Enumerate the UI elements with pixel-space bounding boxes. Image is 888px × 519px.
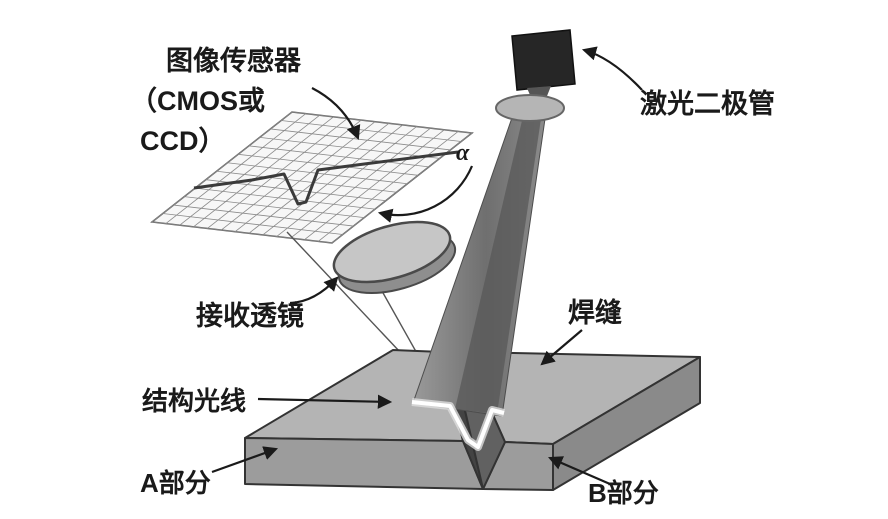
image-sensor-plane [150,111,474,244]
laser-diode-arrow [581,46,643,91]
laser-diode-label: 激光二极管 [640,88,775,119]
structured-light-arrow [257,394,393,409]
receiving-lens-arrow [289,276,339,305]
weld-seam-arrow [540,329,583,366]
seam-profile-trace [193,150,459,206]
part-b-arrow [548,456,611,486]
laser-cone-core [455,112,542,414]
label-arrows [211,46,643,486]
part-a-label: A部分 [140,468,211,498]
part-b-label: B部分 [588,478,659,508]
weld-seam-label: 焊缝 [568,297,622,328]
image-sensor-label-line3: CCD） [140,126,226,156]
laser-assembly [412,29,576,417]
receiving-lens [332,220,457,294]
image-sensor-label-line1: 图像传感器 [166,45,302,76]
laser-stripe [411,400,505,449]
part-a-front-face [244,437,484,490]
receiving-lens-label: 接收透镜 [196,301,304,331]
image-sensor-label-line2: （CMOS或 [130,86,265,116]
alpha-angle-arrow [377,165,474,223]
laser-collimating-lens [495,94,565,122]
structured-light-line [411,398,505,451]
structured-light-label: 结构光线 [142,386,246,416]
alpha-label: α [456,140,470,166]
sensor-grid-lines [151,111,473,244]
labels: 图像传感器 （CMOS或 CCD） 激光二极管 α 接收透镜 焊缝 结构光线 A… [130,45,775,508]
laser-diode-body [511,29,576,91]
part-a-arrow [211,446,279,474]
receiving-lens-top [332,220,452,284]
image-sensor-arrow [311,87,361,140]
